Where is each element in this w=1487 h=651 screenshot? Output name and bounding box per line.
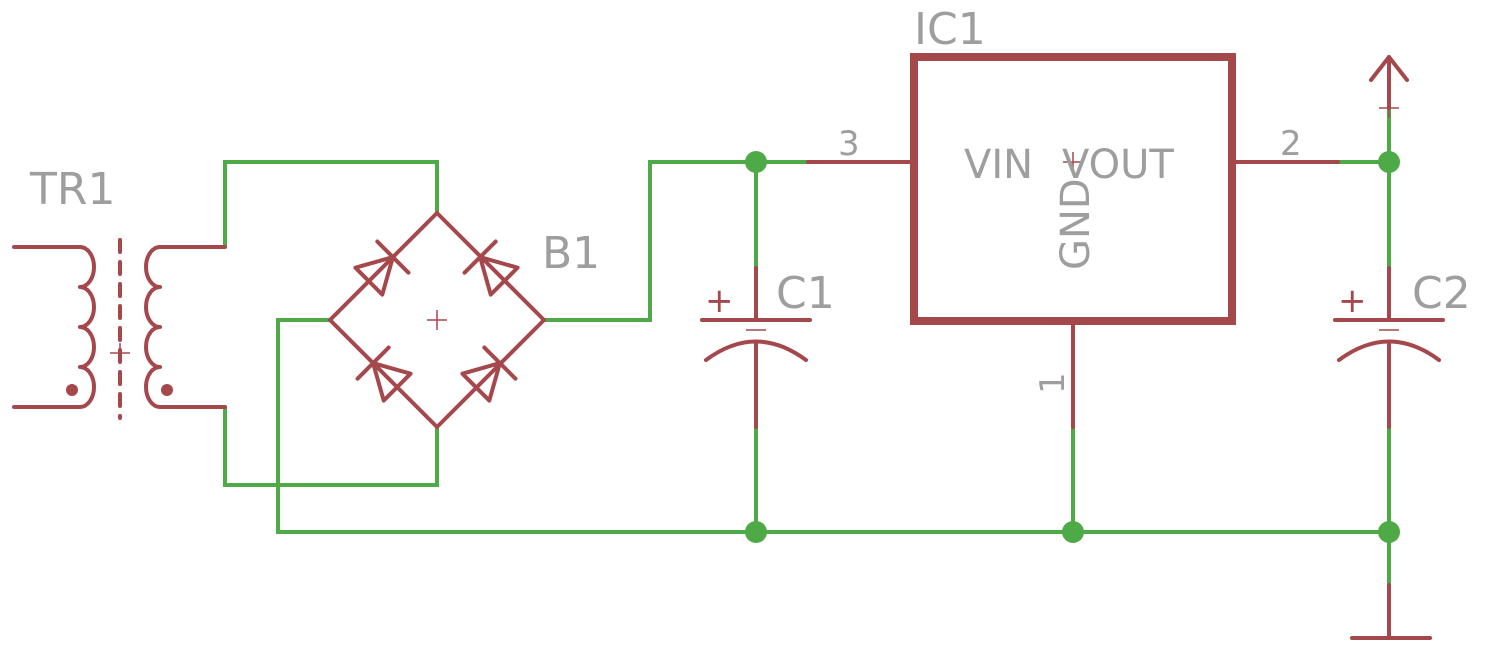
capacitor-c2 [1333,266,1445,429]
ground-icon [1350,583,1432,640]
ic1-pin-3-number: 3 [838,124,860,164]
junctions [745,151,1400,543]
ic1-pin-gnd-name: GND [1053,178,1099,270]
junction-gnd-c1 [745,521,767,543]
junction-vin [745,151,767,173]
c1-polarity: + [705,281,734,321]
transformer-label: TR1 [29,164,115,215]
ic1-pin-vout-name: VOUT [1062,142,1174,188]
transformer [12,238,227,420]
supply-arrow-icon [1369,55,1409,118]
wires [223,108,1391,585]
regulator-ic1 [806,53,1340,429]
c2-polarity: + [1338,281,1367,321]
junction-gnd-c2 [1378,521,1400,543]
capacitor-c1 [700,266,812,429]
wire-bridge-negative [276,318,1389,534]
junction-vout [1378,151,1400,173]
wire-ac1 [223,160,439,247]
ic1-label: IC1 [914,4,986,55]
ic1-pin-1-number: 1 [1033,372,1073,394]
wire-ac2 [223,407,439,487]
wire-bridge-positive [544,160,808,322]
ic1-pin-2-number: 2 [1280,124,1302,164]
c2-label: C2 [1412,268,1471,319]
bridge-rectifier [328,211,546,429]
bridge-label: B1 [542,228,600,279]
c1-label: C1 [776,268,835,319]
junction-gnd-ic [1062,521,1084,543]
ic1-pin-vin-name: VIN [964,142,1033,188]
